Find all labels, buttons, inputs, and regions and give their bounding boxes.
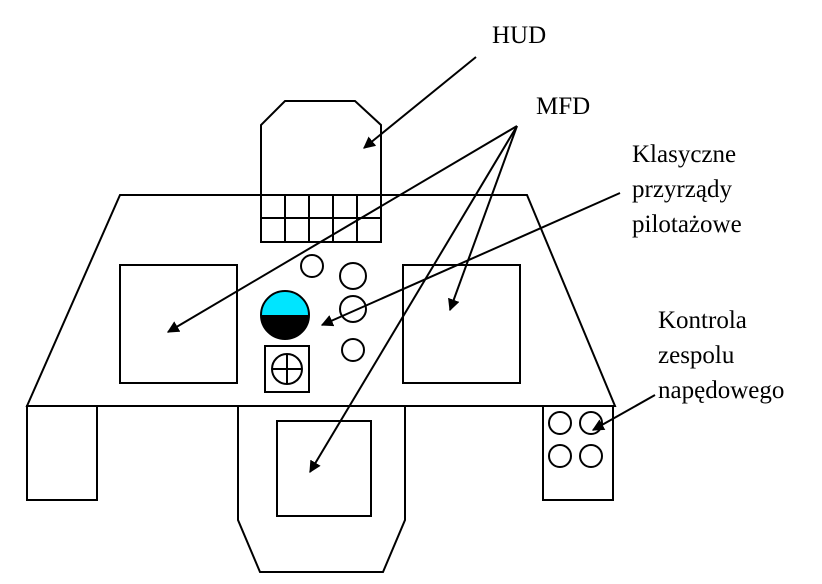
attitude-indicator-icon (260, 290, 310, 340)
instrument-gauge (341, 338, 365, 362)
engine-gauge (548, 411, 572, 435)
instrument-gauge (300, 254, 324, 278)
hud-control-grid (261, 194, 381, 242)
engine-control-label-line-1: Kontrola (658, 307, 747, 334)
hud-arrow (363, 56, 477, 149)
mfd-arrow-left (166, 125, 518, 333)
mfd-bottom-screen (276, 420, 372, 517)
instrument-gauge (339, 295, 367, 323)
mfd-left-screen (119, 264, 238, 384)
classic-instruments-arrow (320, 192, 621, 327)
engine-gauge (579, 411, 603, 435)
classic-instruments-label-line-3: pilotażowe (632, 211, 742, 238)
left-lower-panel (26, 405, 98, 501)
classic-instruments-label-line-1: Klasyczne (632, 141, 736, 168)
engine-control-arrow (591, 394, 656, 431)
mfd-arrow-right (448, 125, 518, 312)
classic-instruments-label-line-2: przyrządy (632, 176, 732, 203)
engine-control-label-line-2: zespolu (658, 342, 735, 369)
mfd-right-screen (402, 264, 521, 384)
engine-control-label-line-3: napędowego (658, 377, 784, 404)
mfd-label: MFD (536, 93, 590, 120)
hud-unit (260, 100, 382, 243)
mfd-arrow-bottom (309, 125, 518, 474)
compass-icon (264, 345, 310, 393)
instrument-gauge (339, 262, 367, 290)
engine-gauge (579, 444, 603, 468)
hud-label: HUD (492, 22, 546, 49)
engine-gauge (548, 444, 572, 468)
